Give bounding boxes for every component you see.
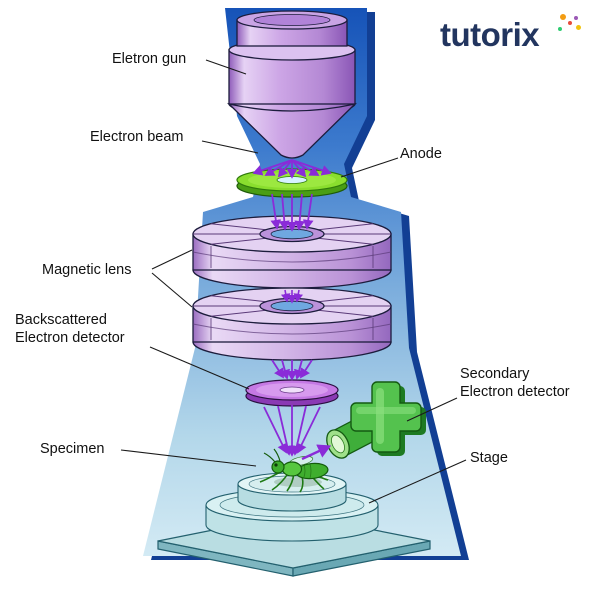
electron-beam-arrows <box>252 159 332 179</box>
anode-leader-line <box>340 157 399 178</box>
secondary-label-line1: Secondary <box>460 366 530 382</box>
stage-platform <box>205 472 379 542</box>
electron-beam-label: Electron beam <box>90 129 184 145</box>
specimen-leader-line <box>120 449 257 467</box>
logo-text: tutorix <box>440 16 540 53</box>
electron-gun-leader-line <box>205 59 247 75</box>
magnetic-lens-upper <box>192 215 392 289</box>
specimen-insect-shape <box>259 448 329 493</box>
secondary-emission-arrow <box>301 444 332 461</box>
secondary-leader-line <box>406 397 458 422</box>
backscattered-detector-shape <box>245 379 339 407</box>
secondary-detector-shape <box>326 381 426 459</box>
stage-label: Stage <box>470 450 508 466</box>
label-leader-lines <box>120 59 467 504</box>
backscattered-detector-label: Backscattered Electron detector <box>15 311 125 347</box>
electron-gun-shape <box>226 10 358 159</box>
magnetic-lens-lower <box>192 287 392 361</box>
secondary-detector-label: Secondary Electron detector <box>460 365 570 401</box>
tutorix-logo: tutorix <box>440 14 582 62</box>
backscattered-label-line2: Electron detector <box>15 330 125 347</box>
logo-sparkle-dots <box>554 14 582 36</box>
stage-leader-line <box>368 459 467 504</box>
backscattered-label-line1: Backscattered <box>15 312 107 328</box>
electron-beam-leader-line <box>201 140 259 154</box>
magnetic-lens-lower-leader-line <box>151 272 193 308</box>
magnetic-lens-label: Magnetic lens <box>42 262 132 278</box>
beam-arrows-to-detector <box>271 359 313 381</box>
anode-label: Anode <box>400 146 442 162</box>
beam-arrows-to-specimen <box>263 405 321 457</box>
beam-arrows-mid <box>270 193 314 304</box>
electron-gun-label: Eletron gun <box>112 51 187 67</box>
backscattered-leader-line <box>149 346 250 390</box>
magnetic-lens-upper-leader-line <box>151 249 193 270</box>
specimen-label: Specimen <box>40 441 105 457</box>
secondary-label-line2: Electron detector <box>460 384 570 401</box>
